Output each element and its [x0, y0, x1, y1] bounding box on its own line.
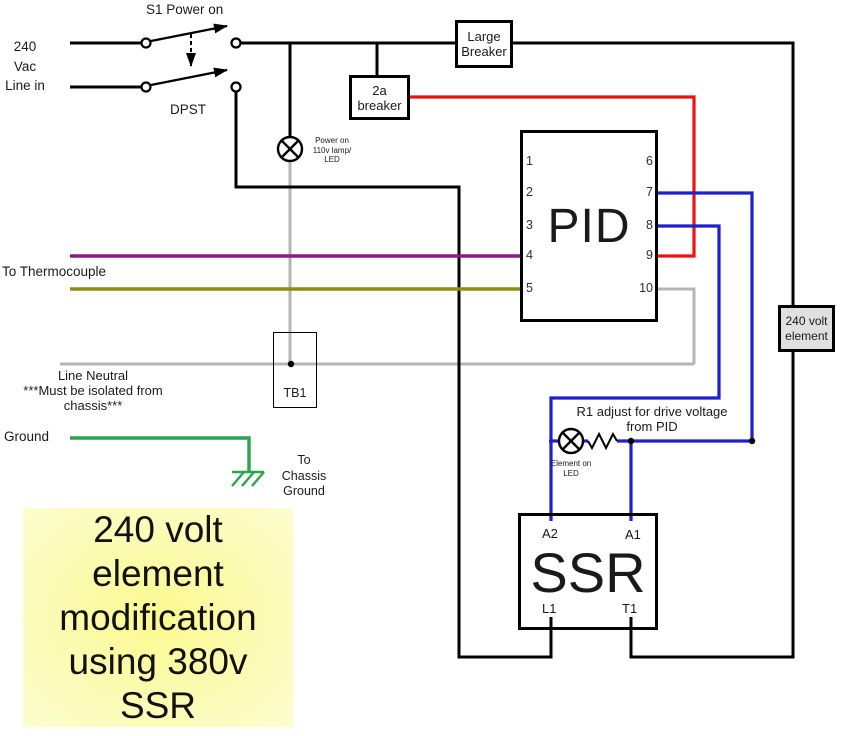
caption-line: element	[92, 552, 224, 594]
pid-pin-9: 9	[646, 248, 653, 262]
ground-label: Ground	[4, 429, 50, 444]
pid-pin-10: 10	[639, 281, 653, 295]
line-neutral-note: Line Neutral ***Must be isolated from ch…	[0, 368, 186, 413]
dpst-label: DPST	[170, 102, 207, 117]
element-lamp-icon	[557, 427, 585, 455]
pid-pin-8: 8	[646, 218, 653, 232]
power-lamp-label-line: Power on	[315, 136, 349, 145]
element-lamp-label: Element on LED	[543, 459, 599, 478]
caption-line: SSR	[119, 684, 197, 726]
neutral-wires	[60, 161, 696, 366]
ssr-title: SSR	[530, 541, 646, 604]
chassis-ground-label-line: Ground	[283, 484, 325, 498]
blue-drive-wires	[549, 191, 754, 521]
caption-line: 240 volt	[93, 508, 223, 550]
r1-note-line: from PID	[626, 419, 678, 434]
pid-pin-2: 2	[526, 185, 533, 199]
switch-label: S1 Power on	[146, 2, 224, 17]
line-neutral-note-line: ***Must be isolated from	[23, 383, 163, 398]
thermocouple-label: To Thermocouple	[2, 264, 107, 279]
large-breaker-label: Large	[467, 29, 501, 44]
junction-dots	[287, 360, 756, 445]
pid-pin-7: 7	[646, 185, 653, 199]
r1-note-line: R1 adjust for drive voltage	[576, 404, 728, 419]
2a-breaker-box: 2a breaker	[349, 75, 410, 120]
element-box: 240 volt element	[778, 305, 835, 352]
pid-pin-4: 4	[526, 248, 533, 262]
large-breaker-label: Breaker	[461, 44, 507, 59]
pid-pin-1: 1	[526, 154, 533, 168]
2a-breaker-label: breaker	[357, 97, 402, 113]
ssr-pin-t1: T1	[622, 601, 638, 616]
chassis-ground-icon	[231, 470, 265, 487]
caption-line: using 380v	[68, 640, 248, 682]
line-in-label-line: Vac	[13, 58, 37, 74]
red-wire	[410, 95, 696, 258]
chassis-ground-label-line: To	[297, 453, 311, 467]
ssr-box	[518, 513, 658, 630]
chassis-ground-label: To Chassis Ground	[272, 453, 336, 500]
ssr-pin-a2: A2	[542, 526, 558, 541]
line-in-label-line: Line in	[5, 78, 45, 93]
pid-controller-box	[520, 130, 658, 322]
ground-wire	[70, 436, 265, 487]
2a-breaker-label: 2a	[372, 82, 387, 98]
pid-pin-6: 6	[646, 154, 653, 168]
hot-wires	[70, 41, 795, 659]
element-box-label: 240 volt	[785, 313, 828, 328]
element-box-label: element	[785, 328, 828, 343]
ssr-pin-a1: A1	[625, 527, 641, 542]
line-in-label-line: 240	[13, 39, 37, 54]
line-in-label: 240 Vac Line in	[1, 37, 49, 96]
caption-line: modification	[59, 596, 257, 638]
line-neutral-note-line: chassis***	[63, 398, 123, 413]
pid-title: PID	[547, 200, 631, 253]
power-lamp-label-line: LED	[324, 155, 340, 164]
element-lamp-label-line: Element on	[550, 459, 592, 468]
large-breaker-box: Large Breaker	[455, 20, 513, 68]
power-lamp-label-line: 110v lamp/	[312, 145, 352, 155]
pid-pin-5: 5	[526, 281, 533, 295]
pid-pin-3: 3	[526, 218, 533, 232]
chassis-ground-label-line: Chassis	[281, 468, 327, 483]
power-lamp-label: Power on 110v lamp/ LED	[308, 136, 356, 165]
caption-highlight: 240 volt element modification using 380v…	[23, 508, 293, 727]
dpst-switch	[140, 23, 242, 93]
ssr-pin-l1: L1	[542, 601, 557, 616]
resistor-r1	[587, 431, 618, 451]
element-lamp-label-line: LED	[563, 468, 579, 478]
line-neutral-note-line: Line Neutral	[57, 368, 129, 383]
tb1-terminal-box	[273, 332, 317, 408]
power-lamp-icon	[276, 135, 304, 163]
tb1-label: TB1	[283, 386, 307, 400]
r1-note: R1 adjust for drive voltage from PID	[560, 404, 744, 434]
